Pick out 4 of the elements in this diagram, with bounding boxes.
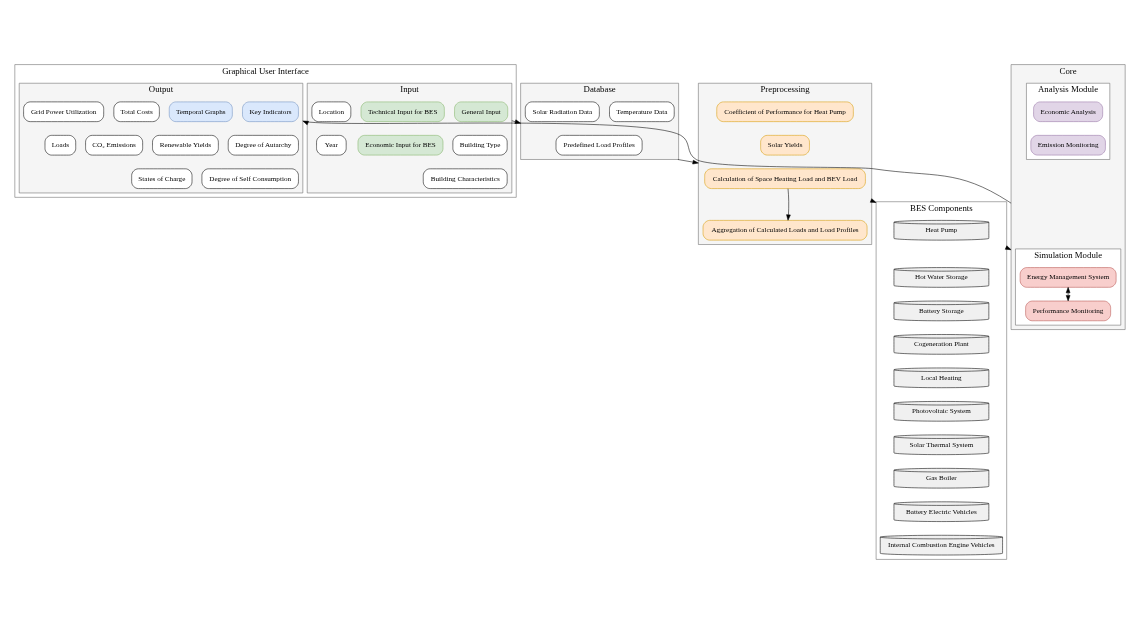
arrow [511, 119, 521, 124]
arrow [786, 187, 791, 221]
arrow [1065, 286, 1071, 301]
arrow [677, 158, 699, 164]
